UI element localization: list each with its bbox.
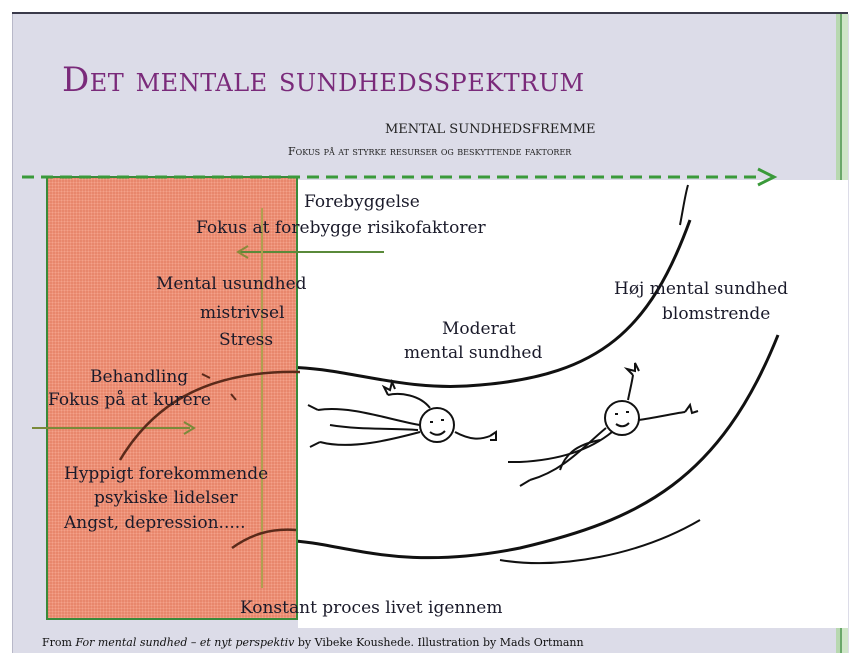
label-fokus-forebygge: Fokus at forebygge risikofaktorer xyxy=(196,217,486,239)
label-behandling: Behandling xyxy=(90,366,188,388)
label-moderat: Moderat xyxy=(442,318,516,340)
footer-book-title: For mental sundhed – et nyt perspektiv xyxy=(75,636,294,649)
label-mental-usundhed: Mental usundhed xyxy=(156,273,307,295)
label-mental-sundhed: mental sundhed xyxy=(404,342,542,364)
sundhedsfremme-arrowhead xyxy=(758,169,774,185)
label-hoej-mental-sundhed: Høj mental sundhed xyxy=(614,278,788,300)
label-konstant-proces: Konstant proces livet igennem xyxy=(240,597,503,619)
label-fokus-kurere: Fokus på at kurere xyxy=(48,389,211,411)
footer-credit: From For mental sundhed – et nyt perspek… xyxy=(42,636,584,649)
footer-suffix: by Vibeke Koushede. Illustration by Mads… xyxy=(294,636,583,649)
label-stress: Stress xyxy=(219,329,273,351)
label-mistrivsel: mistrivsel xyxy=(200,302,285,324)
label-blomstrende: blomstrende xyxy=(662,303,770,325)
label-psykiske-lidelser: psykiske lidelser xyxy=(94,487,238,509)
label-hyppigt: Hyppigt forekommende xyxy=(64,463,268,485)
footer-prefix: From xyxy=(42,636,75,649)
label-angst-depression: Angst, depression..... xyxy=(64,512,246,534)
label-forebyggelse: Forebyggelse xyxy=(304,191,420,213)
